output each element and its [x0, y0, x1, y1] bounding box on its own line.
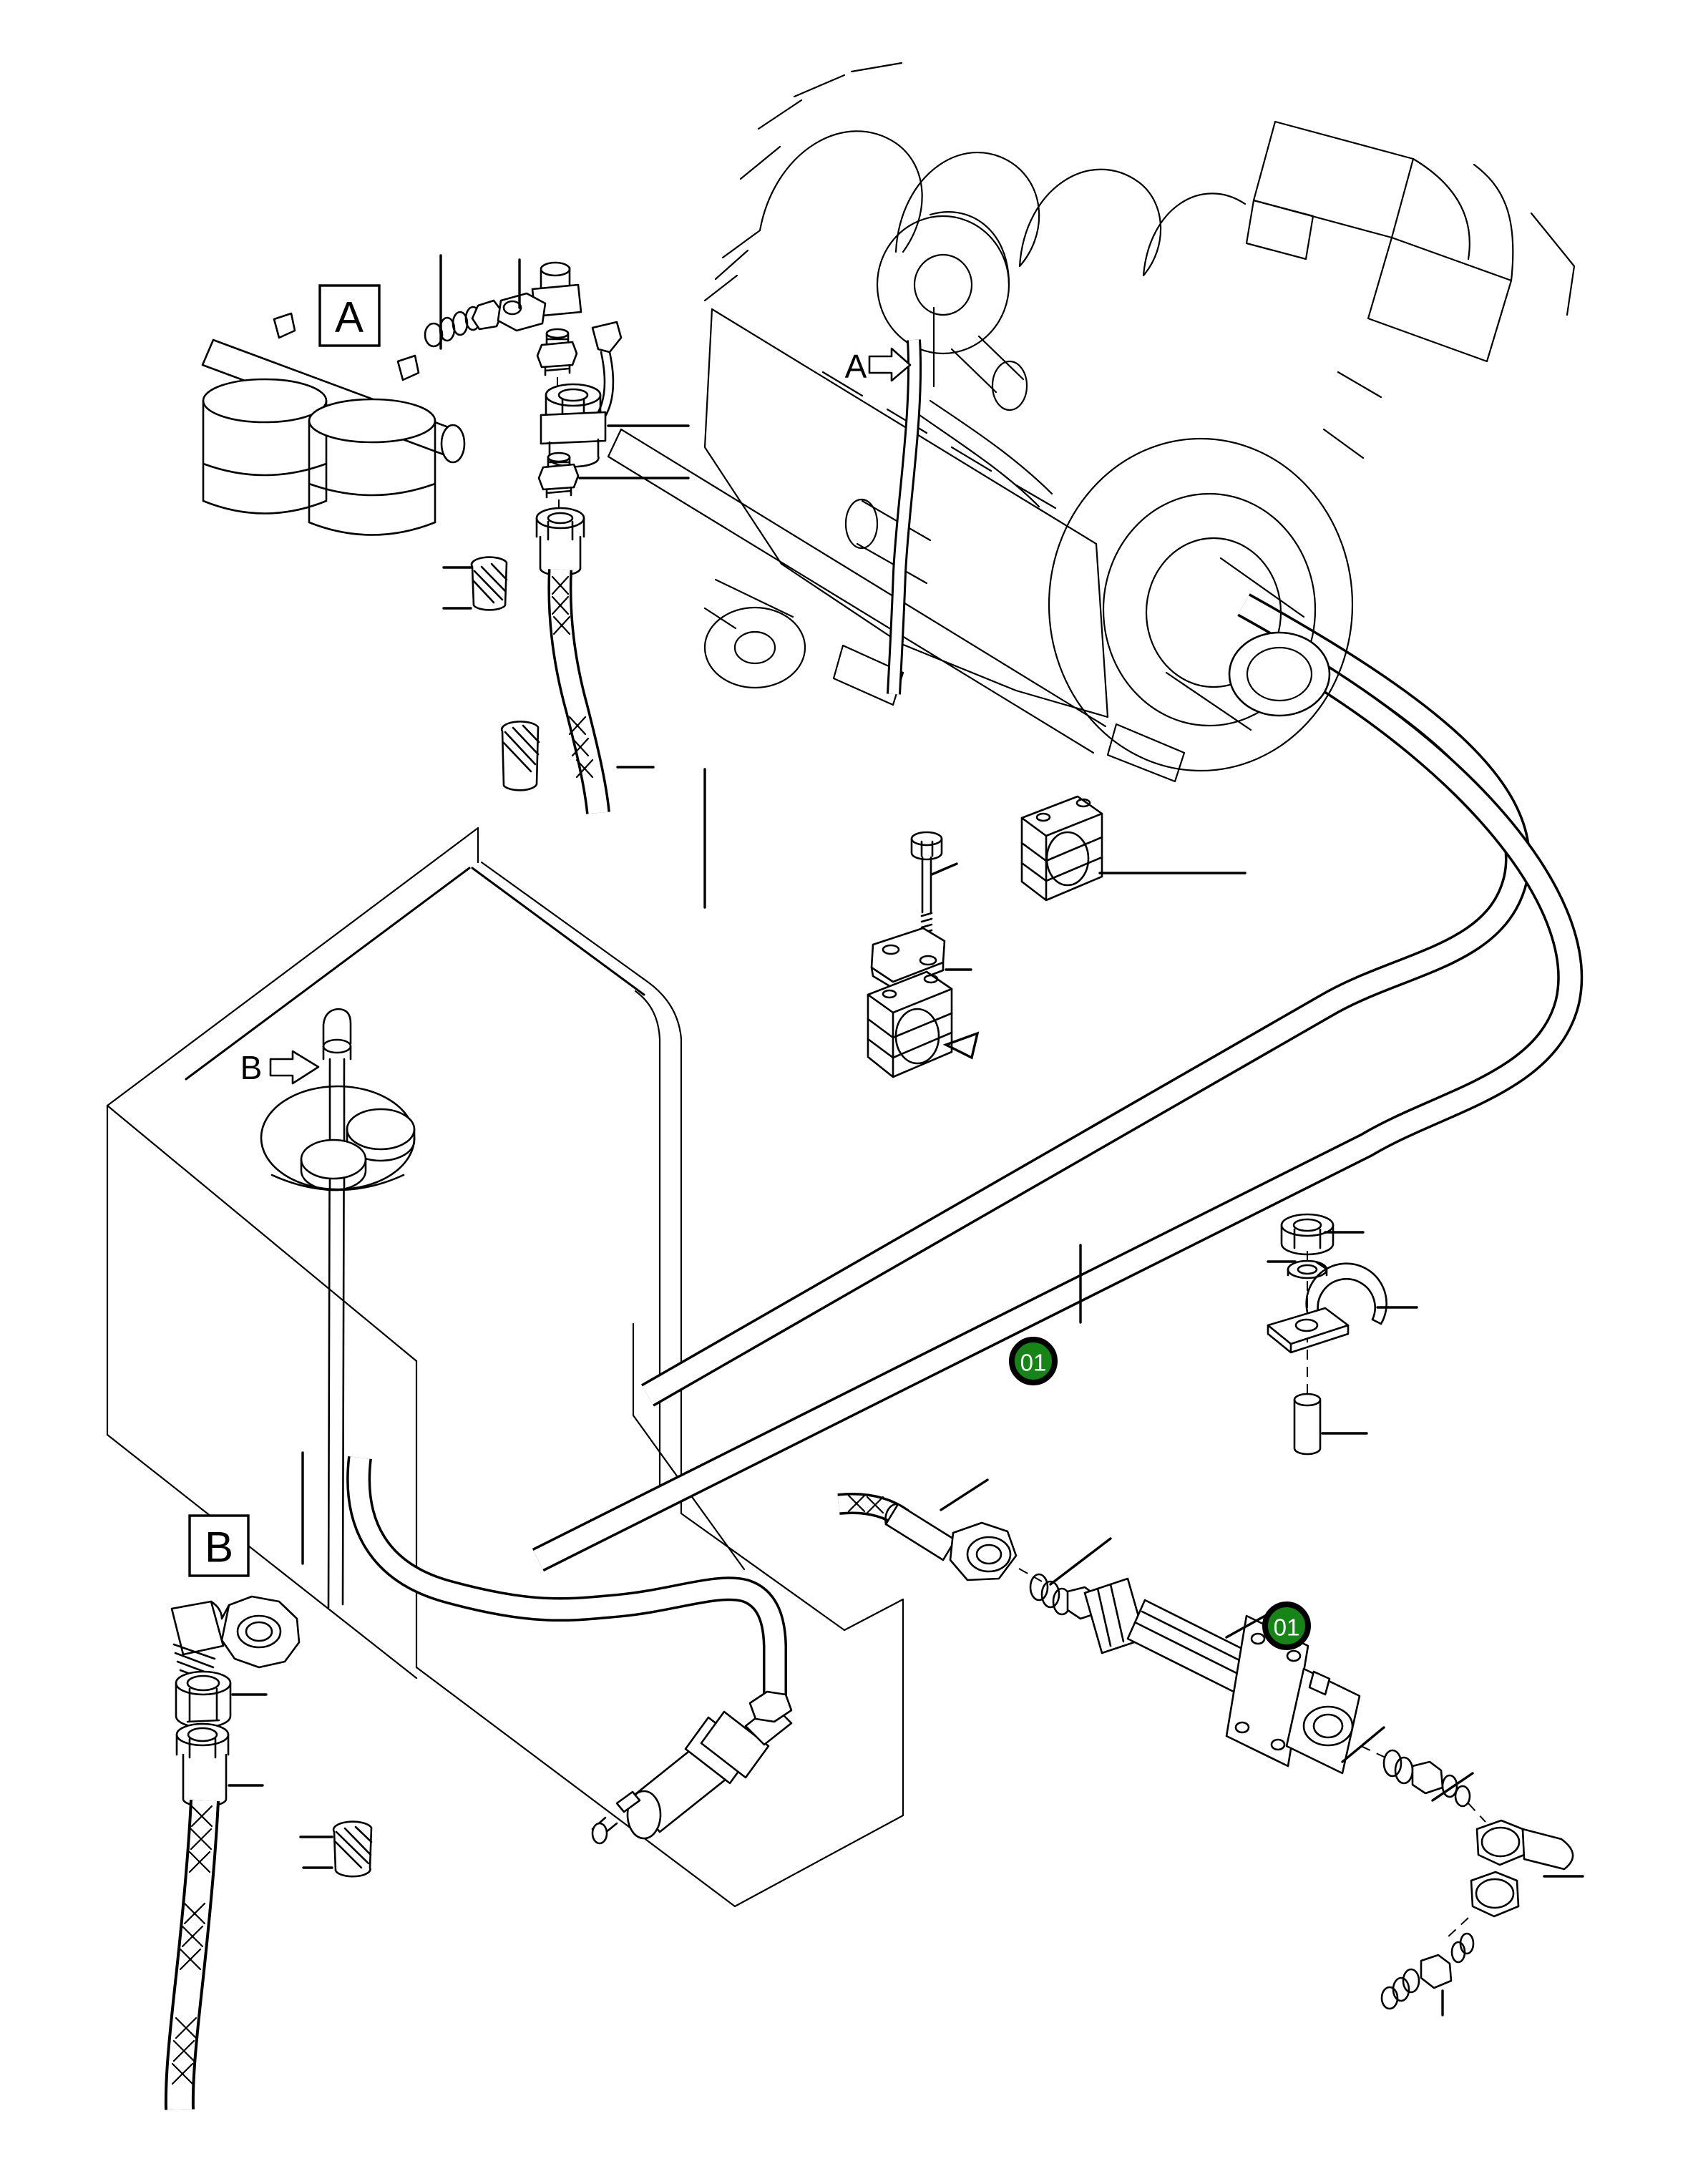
fuel-hose-runs: [346, 593, 1584, 1697]
detail-arrow-a: A: [845, 347, 912, 385]
fuel-filter-assembly: [201, 312, 466, 536]
braided-fuel-hose-b: [164, 1799, 220, 2110]
p-clamp-stack: [1267, 1213, 1387, 1456]
clamp-cover-plate: [870, 927, 946, 990]
braided-fuel-hose-a: [547, 569, 610, 814]
part-ref-badge-01-hose[interactable]: 01: [1009, 1337, 1058, 1385]
part-ref-badge-01-valve[interactable]: 01: [1262, 1602, 1311, 1650]
engine-illustration: [607, 62, 1576, 783]
braid-pattern: [551, 575, 594, 779]
detail-arrow-b-label: B: [240, 1049, 263, 1086]
hose-clamp-block-upper: [1020, 795, 1103, 902]
braid-pattern: [171, 1805, 213, 2085]
check-valve-assembly: [837, 1493, 1574, 2010]
section-box-b: B: [188, 1514, 250, 1577]
part-ref-badge-01-valve-label[interactable]: 01: [1274, 1614, 1300, 1641]
part-ref-badge-01-hose-label[interactable]: 01: [1020, 1350, 1047, 1376]
detail-arrow-a-label: A: [845, 348, 867, 385]
hose-clamp-block-lower: [867, 970, 953, 1078]
section-box-a-label: A: [335, 293, 364, 341]
callout-leader-lines: [228, 254, 1584, 2017]
cut-hose-symbol-a2: [501, 721, 540, 791]
detail-arrow-b: B: [240, 1049, 320, 1086]
fuel-tap-assembly: [170, 1595, 301, 1808]
fuel-line-fittings-a: [424, 261, 623, 577]
clamp-bolt: [910, 831, 943, 945]
braid-pattern: [847, 1494, 884, 1514]
cut-hose-symbol-b: [332, 1820, 373, 1878]
fuel-pickup-assembly: [260, 1008, 416, 1609]
section-box-a: A: [318, 284, 381, 347]
cut-hose-symbol-a1: [470, 556, 508, 611]
right-arrow-icon: [269, 1050, 320, 1085]
section-box-b-label: B: [205, 1524, 233, 1571]
fuel-tank-outline: [106, 827, 904, 1908]
shutoff-solenoid: [591, 1690, 793, 1845]
right-arrow-icon: [868, 347, 912, 382]
